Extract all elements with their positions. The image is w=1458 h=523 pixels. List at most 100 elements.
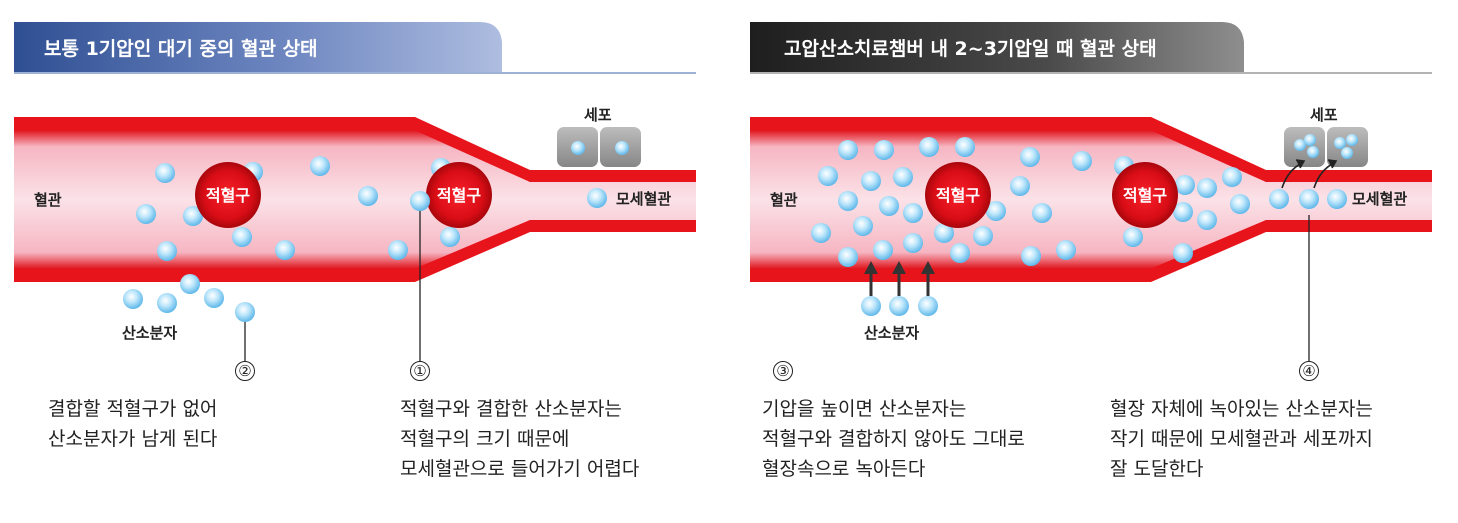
- oxygen-molecule: [1294, 139, 1306, 151]
- oxygen-molecule: [235, 302, 255, 322]
- oxygen-molecule: [155, 163, 175, 183]
- caption-line: 작기 때문에 모세혈관과 세포까지: [1110, 428, 1373, 450]
- oxygen-molecule: [1056, 240, 1076, 260]
- oxygen-molecule: [1072, 151, 1092, 171]
- oxygen-molecule: [873, 240, 893, 260]
- oxygen-molecule: [986, 201, 1006, 221]
- caption-4: 혈장 자체에 녹아있는 산소분자는 작기 때문에 모세혈관과 세포까지 잘 도달…: [1110, 394, 1373, 484]
- right-rbc-label-2: 적혈구: [1123, 186, 1167, 205]
- callout-number-3: ③: [773, 361, 793, 381]
- bound-oxygen-molecule: [410, 191, 430, 211]
- caption-line: 기압을 높이면 산소분자는: [762, 398, 967, 420]
- right-header: 고압산소치료챔버 내 2~3기압일 때 혈관 상태: [750, 22, 1432, 74]
- caption-line: 적혈구의 크기 때문에: [400, 428, 570, 450]
- left-oxygen-outside: [123, 274, 255, 322]
- right-oxygen-outside: [861, 296, 938, 316]
- oxygen-molecule: [1334, 137, 1346, 149]
- right-diffusion-arrows: [1281, 159, 1338, 189]
- left-rbc-1: 적혈구: [195, 162, 261, 228]
- left-rbc-label-2: 적혈구: [437, 186, 481, 205]
- oxygen-molecule: [811, 223, 831, 243]
- right-cell-group: 세포: [1284, 106, 1368, 167]
- oxygen-molecule: [1021, 246, 1041, 266]
- oxygen-molecule: [853, 216, 873, 236]
- caption-line: 산소분자가 남게 된다: [48, 428, 218, 450]
- left-capillary-label: 모세혈관: [616, 190, 671, 208]
- left-rbc-label-1: 적혈구: [206, 186, 250, 205]
- oxygen-molecule: [1020, 147, 1040, 167]
- caption-line: 결합할 적혈구가 없어: [48, 398, 218, 420]
- oxygen-molecule: [1341, 147, 1353, 159]
- right-vessel-label: 혈관: [770, 191, 798, 209]
- left-oxygen-inside: [136, 156, 460, 261]
- oxygen-molecule: [571, 141, 585, 155]
- oxygen-molecule: [934, 223, 954, 243]
- callout-number-2: ②: [235, 361, 255, 381]
- oxygen-molecule: [232, 227, 252, 247]
- oxygen-molecule: [1307, 146, 1319, 158]
- callout-number-4: ④: [1299, 361, 1319, 381]
- caption-line: 모세혈관으로 들어가기 어렵다: [400, 458, 640, 480]
- left-header: 보통 1기압인 대기 중의 혈관 상태: [14, 22, 696, 74]
- caption-3: 기압을 높이면 산소분자는 적혈구와 결합하지 않아도 그대로 혈장속으로 녹아…: [762, 394, 1025, 484]
- oxygen-molecule: [1123, 227, 1143, 247]
- oxygen-molecule: [1197, 178, 1217, 198]
- oxygen-molecule: [973, 226, 993, 246]
- oxygen-molecule: [1230, 194, 1250, 214]
- oxygen-molecule: [615, 141, 629, 155]
- oxygen-molecule: [310, 156, 330, 176]
- oxygen-molecule: [123, 289, 143, 309]
- oxygen-molecule: [838, 140, 858, 160]
- oxygen-molecule: [1299, 189, 1319, 209]
- oxygen-molecule: [275, 240, 295, 260]
- oxygen-molecule: [1269, 189, 1289, 209]
- caption-2: 결합할 적혈구가 없어 산소분자가 남게 된다: [48, 394, 217, 454]
- caption-line: 적혈구와 결합한 산소분자는: [400, 398, 622, 420]
- left-oxygen-label: 산소분자: [122, 324, 177, 342]
- oxygen-molecule: [893, 167, 913, 187]
- oxygen-molecule: [1010, 176, 1030, 196]
- oxygen-molecule: [1032, 203, 1052, 223]
- right-oxygen-inside: [811, 137, 1250, 267]
- oxygen-molecule: [818, 166, 838, 186]
- oxygen-molecule: [1173, 202, 1193, 222]
- right-capillary-label: 모세혈관: [1352, 190, 1407, 208]
- oxygen-molecule: [889, 296, 909, 316]
- oxygen-molecule: [1222, 167, 1242, 187]
- oxygen-molecule: [838, 247, 858, 267]
- caption-1: 적혈구와 결합한 산소분자는 적혈구의 크기 때문에 모세혈관으로 들어가기 어…: [400, 394, 639, 484]
- oxygen-molecule: [157, 241, 177, 261]
- oxygen-molecule: [1175, 175, 1195, 195]
- caption-line: 잘 도달한다: [1110, 458, 1204, 480]
- oxygen-molecule: [1197, 210, 1217, 230]
- left-vessel-label: 혈관: [34, 191, 62, 209]
- callout-number-1: ①: [410, 361, 430, 381]
- oxygen-molecule: [861, 171, 881, 191]
- oxygen-molecule: [903, 233, 923, 253]
- oxygen-molecule: [180, 274, 200, 294]
- left-vessel: [14, 117, 696, 282]
- oxygen-molecule: [1304, 134, 1316, 146]
- left-cell-label: 세포: [584, 106, 612, 124]
- oxygen-molecule: [950, 243, 970, 263]
- right-rbc-label-1: 적혈구: [936, 186, 980, 205]
- right-panel: 고압산소치료챔버 내 2~3기압일 때 혈관 상태 혈관 세포: [750, 22, 1432, 361]
- right-oxygen-label: 산소분자: [864, 324, 919, 342]
- left-rbc-2: 적혈구: [410, 162, 492, 228]
- oxygen-molecule: [157, 293, 177, 313]
- oxygen-molecule: [358, 186, 378, 206]
- oxygen-molecule: [204, 288, 224, 308]
- oxygen-molecule: [874, 140, 894, 160]
- oxygen-molecule: [918, 296, 938, 316]
- cell-block: [1327, 127, 1368, 167]
- right-rbc-2: 적혈구: [1112, 162, 1178, 228]
- oxygen-molecule: [1173, 243, 1193, 263]
- right-entry-arrows: [864, 261, 935, 296]
- oxygen-molecule: [440, 227, 460, 247]
- oxygen-molecule: [587, 188, 607, 208]
- caption-line: 적혈구와 결합하지 않아도 그대로: [762, 428, 1025, 450]
- left-cell-group: 세포: [557, 106, 641, 167]
- oxygen-molecule: [903, 203, 923, 223]
- right-header-title: 고압산소치료챔버 내 2~3기압일 때 혈관 상태: [784, 37, 1157, 60]
